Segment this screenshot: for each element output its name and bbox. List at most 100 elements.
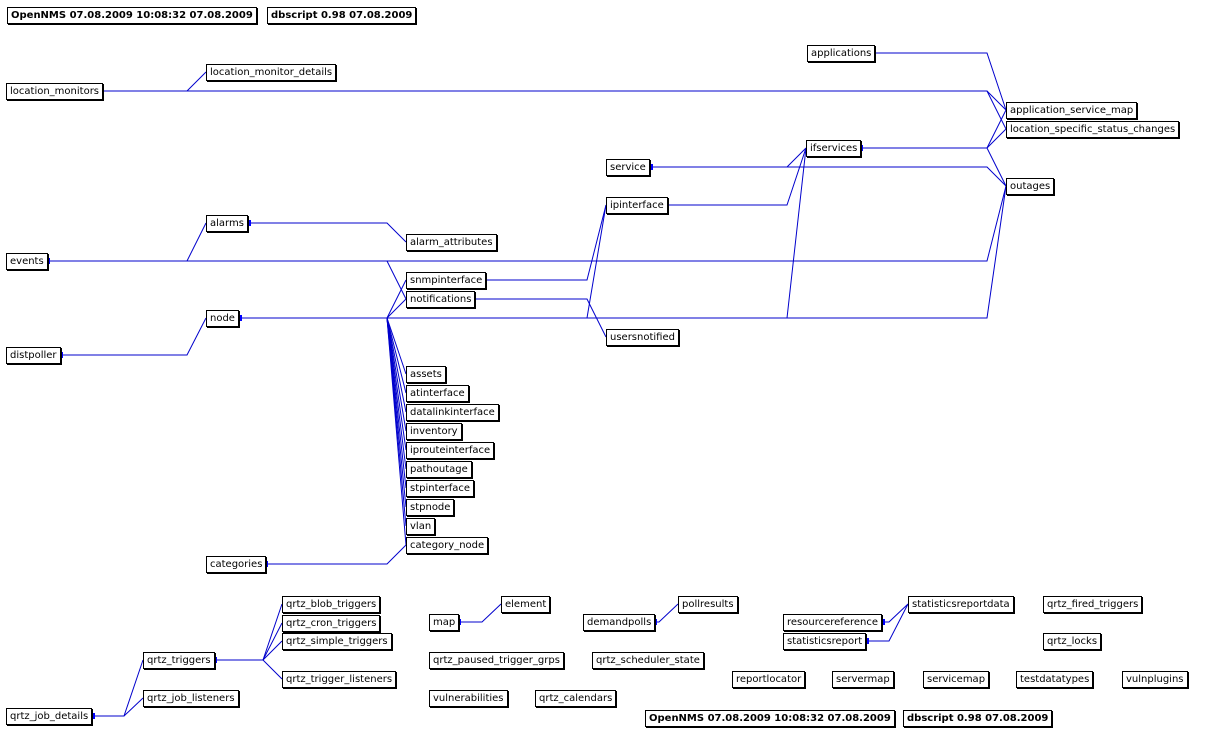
- footer-title-left: OpenNMS 07.08.2009 10:08:32 07.08.2009: [645, 710, 895, 727]
- table-qrtz-triggers[interactable]: qrtz_triggers: [143, 652, 215, 669]
- fk-marker: [237, 315, 242, 321]
- link-ifservices-status-changes: [860, 128, 1007, 149]
- link-node-datalinkinterface: [239, 317, 407, 413]
- table-outages[interactable]: outages: [1006, 178, 1055, 195]
- link-location-monitors-details: [101, 71, 207, 92]
- link-node-stpinterface: [239, 317, 407, 489]
- table-category-node[interactable]: category_node: [406, 537, 489, 554]
- fk-marker: [880, 619, 885, 625]
- table-ipinterface[interactable]: ipinterface: [606, 197, 668, 214]
- table-pollresults[interactable]: pollresults: [678, 596, 738, 613]
- header-title-right: dbscript 0.98 07.08.2009: [267, 7, 417, 24]
- link-node-pathoutage: [239, 317, 407, 470]
- table-testdatatypes[interactable]: testdatatypes: [1016, 671, 1094, 688]
- table-usersnotified[interactable]: usersnotified: [606, 329, 679, 346]
- table-qrtz-cron-triggers[interactable]: qrtz_cron_triggers: [282, 615, 381, 632]
- table-ifservices[interactable]: ifservices: [806, 140, 862, 157]
- link-node-atinterface: [239, 317, 407, 394]
- table-stpinterface[interactable]: stpinterface: [406, 480, 475, 497]
- link-node-notifications: [239, 298, 407, 319]
- table-service[interactable]: service: [606, 159, 650, 176]
- table-qrtz-job-listeners[interactable]: qrtz_job_listeners: [143, 690, 239, 707]
- table-stpnode[interactable]: stpnode: [406, 499, 455, 516]
- table-alarm-attributes[interactable]: alarm_attributes: [406, 234, 497, 251]
- table-categories[interactable]: categories: [206, 556, 267, 573]
- link-map-element: [458, 603, 502, 623]
- table-node[interactable]: node: [206, 310, 239, 327]
- table-alarms[interactable]: alarms: [206, 215, 248, 232]
- fk-marker: [90, 713, 95, 719]
- link-resourcereference-statsdata: [882, 603, 909, 623]
- link-statisticsreport-statsdata: [866, 603, 909, 642]
- link-notifications-usersnotified: [473, 298, 607, 338]
- link-node-category-node: [239, 317, 407, 546]
- table-qrtz-blob-triggers[interactable]: qrtz_blob_triggers: [282, 596, 381, 613]
- table-servermap[interactable]: servermap: [832, 671, 894, 688]
- table-qrtz-calendars[interactable]: qrtz_calendars: [535, 690, 617, 707]
- table-datalinkinterface[interactable]: datalinkinterface: [406, 404, 499, 421]
- table-application-service-map[interactable]: application_service_map: [1006, 102, 1138, 119]
- link-node-inventory: [239, 317, 407, 432]
- link-job-details-job-listeners: [92, 697, 144, 717]
- table-atinterface[interactable]: atinterface: [406, 385, 469, 402]
- table-pathoutage[interactable]: pathoutage: [406, 461, 472, 478]
- table-inventory[interactable]: inventory: [406, 423, 462, 440]
- table-notifications[interactable]: notifications: [406, 291, 476, 308]
- table-vlan[interactable]: vlan: [406, 518, 436, 535]
- fk-marker: [648, 164, 653, 170]
- link-job-details-triggers: [92, 659, 144, 717]
- link-qrtz-triggers-cron: [214, 622, 283, 661]
- link-node-assets: [239, 317, 407, 375]
- table-element[interactable]: element: [501, 596, 551, 613]
- link-node-ifservices: [239, 147, 807, 319]
- table-assets[interactable]: assets: [406, 366, 446, 383]
- link-events-alarms: [47, 222, 207, 262]
- link-ipinterface-ifservices: [666, 147, 807, 206]
- link-location-monitors-service-map: [101, 90, 1007, 111]
- link-categories-category-node: [265, 544, 407, 565]
- table-reportlocator[interactable]: reportlocator: [732, 671, 806, 688]
- link-alarms-alarm-attributes: [248, 222, 407, 243]
- link-demandpolls-pollresults: [654, 603, 679, 623]
- link-distpoller-node: [60, 317, 207, 356]
- link-qrtz-triggers-listeners: [214, 659, 283, 680]
- link-events-notifications: [47, 260, 407, 300]
- table-qrtz-paused-trigger-grps[interactable]: qrtz_paused_trigger_grps: [429, 652, 564, 669]
- table-qrtz-locks[interactable]: qrtz_locks: [1043, 633, 1102, 650]
- link-ifservices-service-map: [860, 109, 1007, 149]
- table-location-monitors[interactable]: location_monitors: [6, 83, 104, 100]
- table-map[interactable]: map: [429, 614, 460, 631]
- table-vulnerabilities[interactable]: vulnerabilities: [429, 690, 508, 707]
- table-qrtz-job-details[interactable]: qrtz_job_details: [6, 708, 93, 725]
- link-node-stpnode: [239, 317, 407, 508]
- table-distpoller[interactable]: distpoller: [6, 347, 61, 364]
- fk-marker: [864, 638, 869, 644]
- table-applications[interactable]: applications: [807, 45, 876, 62]
- link-service-ifservices: [650, 147, 807, 168]
- table-iprouteinterface[interactable]: iprouteinterface: [406, 442, 495, 459]
- table-snmpinterface[interactable]: snmpinterface: [406, 272, 487, 289]
- table-location-specific-status-changes[interactable]: location_specific_status_changes: [1006, 121, 1180, 138]
- table-resourcereference[interactable]: resourcereference: [783, 614, 883, 631]
- table-statisticsreport[interactable]: statisticsreport: [783, 633, 867, 650]
- table-vulnplugins[interactable]: vulnplugins: [1122, 671, 1188, 688]
- table-statisticsreportdata[interactable]: statisticsreportdata: [908, 596, 1014, 613]
- fk-marker: [246, 220, 251, 226]
- link-location-monitors-status-changes: [101, 90, 1007, 130]
- table-demandpolls[interactable]: demandpolls: [583, 614, 656, 631]
- table-location-monitor-details[interactable]: location_monitor_details: [206, 64, 337, 81]
- header-title-left: OpenNMS 07.08.2009 10:08:32 07.08.2009: [7, 7, 257, 24]
- table-qrtz-simple-triggers[interactable]: qrtz_simple_triggers: [282, 633, 392, 650]
- link-service-outages: [650, 166, 1007, 187]
- table-servicemap[interactable]: servicemap: [923, 671, 990, 688]
- table-qrtz-trigger-listeners[interactable]: qrtz_trigger_listeners: [282, 671, 397, 688]
- table-events[interactable]: events: [6, 253, 48, 270]
- link-node-vlan: [239, 317, 407, 527]
- table-qrtz-fired-triggers[interactable]: qrtz_fired_triggers: [1043, 596, 1143, 613]
- link-applications-service-map: [873, 52, 1007, 111]
- table-qrtz-scheduler-state[interactable]: qrtz_scheduler_state: [592, 652, 704, 669]
- link-snmpinterface-ipinterface: [483, 204, 607, 281]
- link-node-iprouteinterface: [239, 317, 407, 451]
- link-events-outages: [47, 185, 1007, 262]
